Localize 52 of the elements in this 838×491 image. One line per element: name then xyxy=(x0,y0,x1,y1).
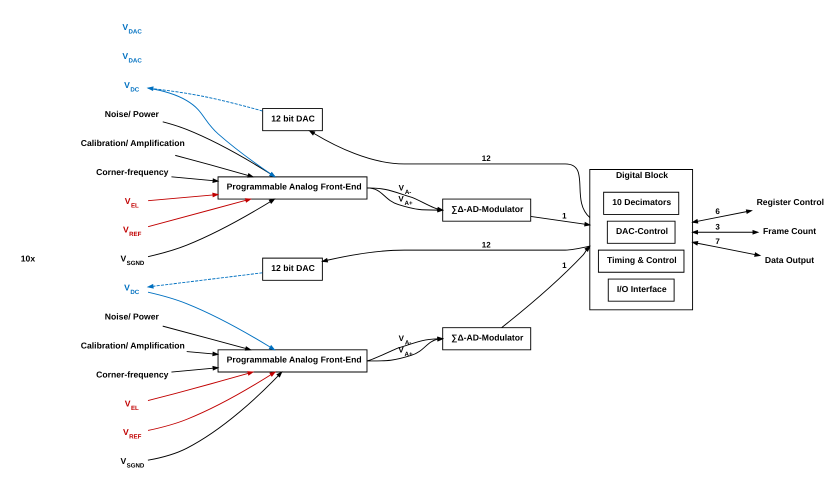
arrow xyxy=(691,230,760,235)
node-text: Noise/ Power xyxy=(104,311,159,322)
arrow xyxy=(162,326,252,351)
node-box: ∑Δ-AD-Modulator xyxy=(442,198,532,222)
arrow xyxy=(148,198,252,228)
node-text: Calibration/ Amplification xyxy=(80,138,185,148)
node-text: V$_{SGND}$ xyxy=(120,254,144,268)
arrow xyxy=(186,351,220,356)
arrow xyxy=(691,240,762,257)
node-text: V$_{EL}$ xyxy=(124,398,139,412)
arrow xyxy=(147,371,283,461)
node-box: 10 Decimators xyxy=(603,192,680,215)
node-text: Frame Count xyxy=(763,226,816,236)
node-text: Corner-frequency xyxy=(96,369,168,380)
arrow xyxy=(691,209,753,224)
node-text: V$_{DC}$ xyxy=(124,80,140,94)
node-box: Programmable Analog Front-End xyxy=(218,349,368,372)
node-text: Calibration/ Amplification xyxy=(80,340,185,350)
node-box: Programmable Analog Front-End xyxy=(218,176,368,200)
node-box: ∑Δ-AD-Modulator xyxy=(442,327,532,350)
arrow xyxy=(530,216,592,226)
arrow xyxy=(308,130,590,218)
node-box: 12 bit DAC xyxy=(262,108,323,132)
node-box: Timing & Control xyxy=(598,250,684,273)
node-box: I/O Interface xyxy=(608,278,675,302)
arrow xyxy=(148,192,220,202)
arrow xyxy=(148,371,276,431)
arrow xyxy=(501,245,591,328)
node-text: V$_{DAC}$ xyxy=(122,22,142,36)
arrow xyxy=(162,121,276,178)
arrow xyxy=(321,246,590,262)
arrow xyxy=(148,198,276,258)
node-text: Data Output xyxy=(764,254,814,265)
node-text: Noise/ Power xyxy=(104,108,159,119)
arrow xyxy=(146,86,264,112)
node-box: DAC-Control xyxy=(606,220,676,244)
arrow xyxy=(146,272,263,289)
arrow xyxy=(170,366,220,372)
node-text: V$_{REF}$ xyxy=(122,224,142,238)
arrow xyxy=(148,371,254,401)
label: 10x xyxy=(20,254,36,264)
node-text: V$_{DC}$ xyxy=(124,282,140,296)
node-text: V$_{EL}$ xyxy=(124,196,139,210)
node-box: 12 bit DAC xyxy=(262,258,323,281)
arrow xyxy=(170,176,220,183)
node-text: Corner-frequency xyxy=(96,166,168,177)
node-text: V$_{DAC}$ xyxy=(122,51,142,65)
arrow xyxy=(148,292,276,350)
node-text: V$_{REF}$ xyxy=(122,427,142,441)
node-text: Register Control xyxy=(756,197,824,207)
node-text: V$_{SGND}$ xyxy=(120,456,144,470)
arrow xyxy=(174,154,254,178)
